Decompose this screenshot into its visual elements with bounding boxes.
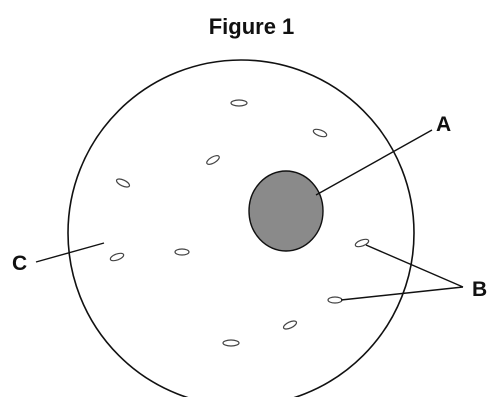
label-c: C <box>12 252 27 275</box>
leader-line-b-upper <box>365 244 464 288</box>
organelle-b-upper <box>354 238 370 248</box>
leader-line-a <box>315 129 433 196</box>
leader-lines <box>35 129 464 301</box>
figure-title: Figure 1 <box>208 14 295 39</box>
organelle <box>282 320 298 330</box>
nucleus <box>248 170 324 252</box>
cell-outline <box>67 59 415 397</box>
organelle <box>206 155 220 165</box>
organelle <box>222 339 240 347</box>
leader-line-c <box>35 242 105 263</box>
organelle <box>109 252 125 262</box>
organelle <box>230 99 248 107</box>
label-b: B <box>472 278 487 301</box>
organelle-b-lower <box>327 296 343 304</box>
leader-line-b-lower <box>340 286 464 301</box>
organelle <box>115 178 131 188</box>
organelle <box>174 248 190 256</box>
label-a: A <box>436 113 451 136</box>
organelle <box>312 128 328 138</box>
